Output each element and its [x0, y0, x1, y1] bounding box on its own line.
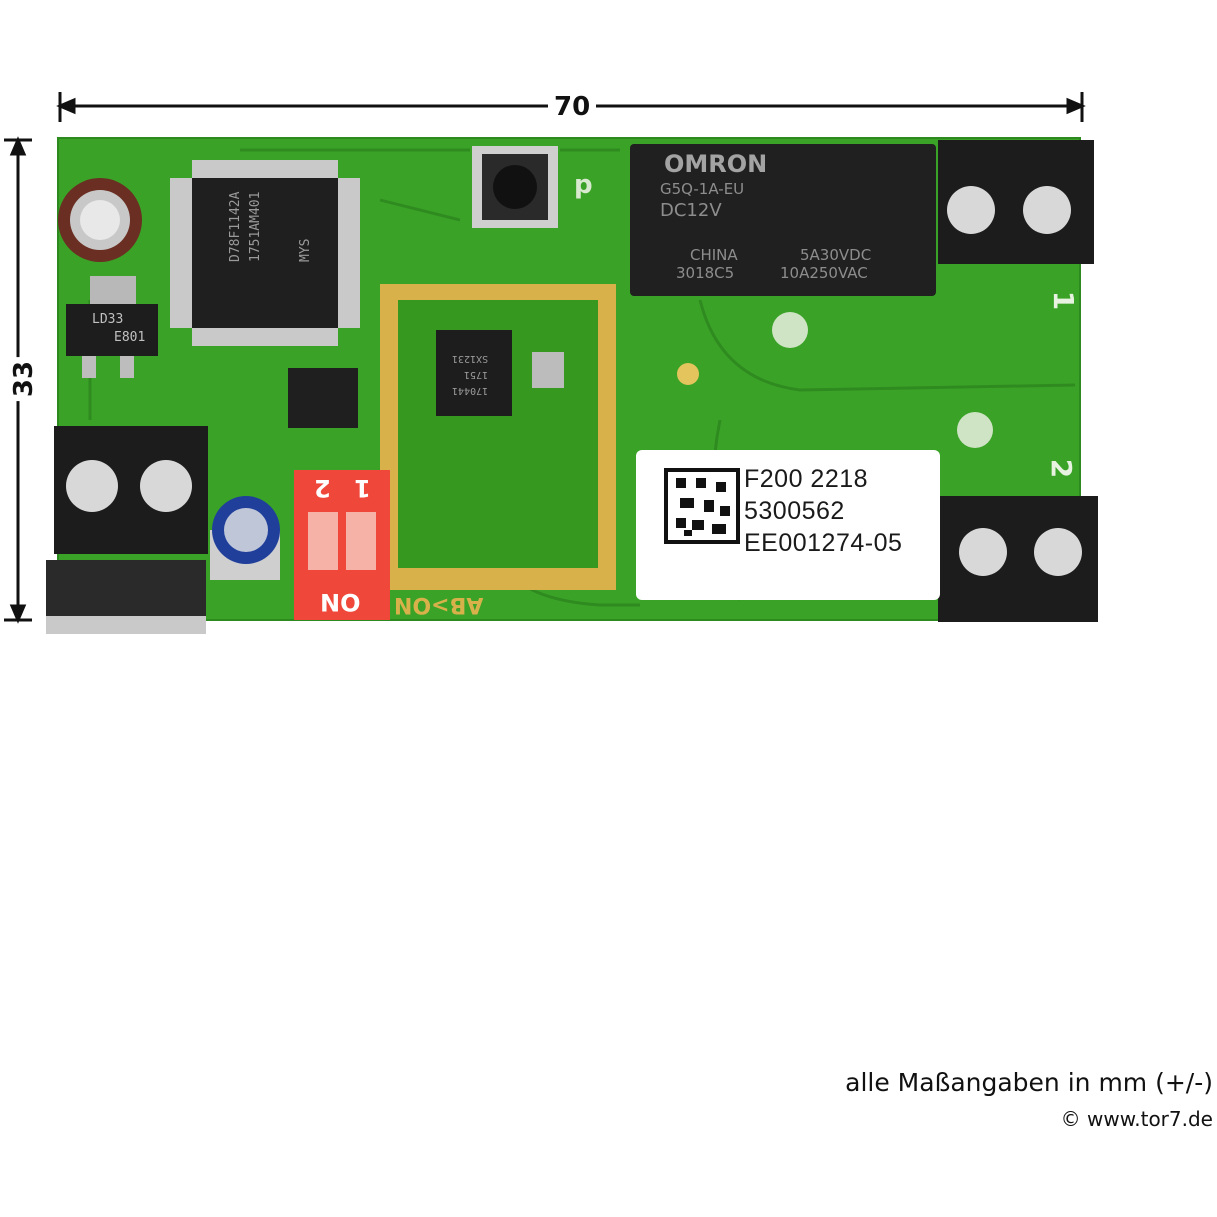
rf-chip-marking-3: 170441 — [452, 385, 489, 396]
regulator-marking-1: LD33 — [92, 312, 124, 327]
push-button — [472, 146, 558, 228]
copyright: © www.tor7.de — [1060, 1107, 1213, 1131]
relay-voltage: DC12V — [660, 200, 722, 221]
relay-rating-1: 5A30VDC — [800, 246, 872, 264]
relay — [630, 144, 936, 296]
mcu-marking-3: MYS — [298, 238, 313, 262]
terminal-1-silkscreen: 1 — [1047, 290, 1081, 311]
mcu-marking-1: D78F1142A — [228, 191, 243, 262]
label-line-3: EE001274-05 — [744, 529, 903, 557]
height-dimension: 33 — [9, 356, 40, 402]
button-silkscreen: p — [574, 170, 593, 200]
antenna-silkscreen: AB>ON — [394, 592, 484, 617]
eeprom-chip — [288, 368, 358, 428]
terminal-block-right-bottom — [938, 496, 1098, 622]
width-dimension: 70 — [548, 92, 597, 122]
label-line-2: 5300562 — [744, 497, 845, 525]
dip-label-1: 1 — [354, 474, 371, 502]
terminal-2-silkscreen: 2 — [1045, 458, 1079, 479]
rf-module — [380, 284, 616, 590]
datamatrix-code — [664, 468, 740, 544]
mcu-marking-2: 1751AM401 — [248, 191, 263, 262]
dip-switch — [294, 470, 390, 620]
label-line-1: F200 2218 — [744, 465, 869, 493]
relay-brand: OMRON — [664, 150, 768, 178]
electrolytic-capacitor-bottom — [210, 496, 280, 580]
mcu-chip — [170, 160, 360, 346]
regulator-marking-2: E801 — [114, 330, 146, 345]
rf-chip-marking-2: 1751 — [464, 369, 489, 380]
measurement-note: alle Maßangaben in mm (+/-) — [845, 1068, 1213, 1097]
relay-rating-2: 10A250VAC — [780, 264, 868, 282]
regulator-chip — [66, 304, 158, 356]
terminal-block-right-top — [938, 140, 1094, 264]
relay-code: 3018C5 — [676, 264, 735, 282]
relay-origin: CHINA — [690, 246, 738, 264]
dip-on-label: ON — [320, 588, 361, 616]
electrolytic-capacitor-top — [58, 178, 142, 262]
relay-model: G5Q-1A-EU — [660, 180, 745, 198]
terminal-block-left — [54, 426, 208, 554]
rf-chip-marking-1: SX1231 — [452, 353, 489, 364]
dip-label-2: 2 — [314, 474, 331, 502]
